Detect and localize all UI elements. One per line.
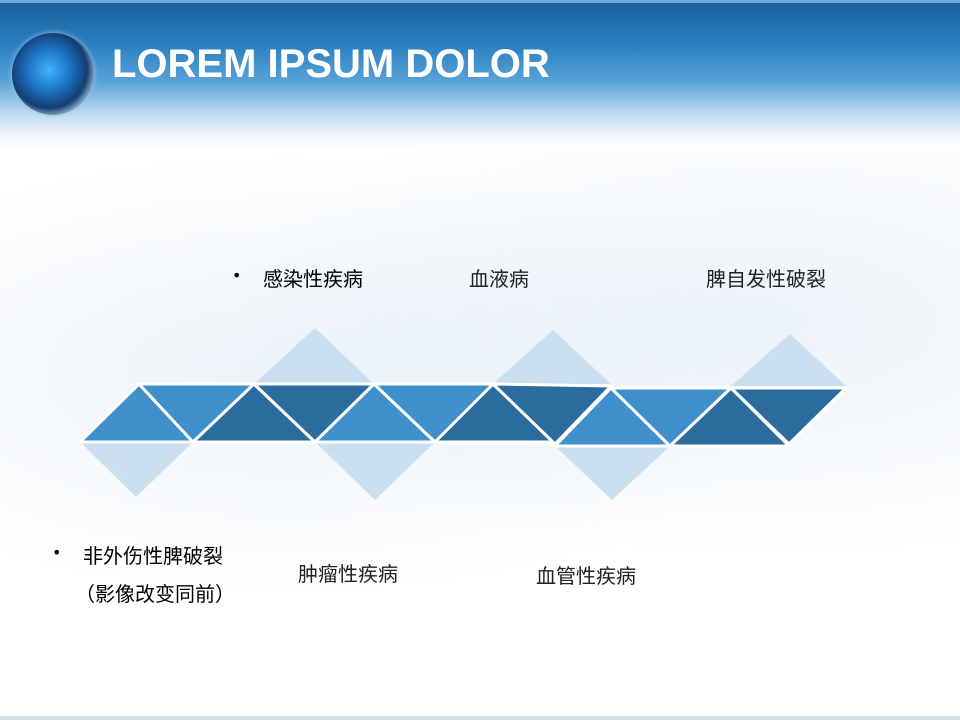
- label-non-traumatic-rupture: 非外伤性脾破裂: [83, 544, 223, 568]
- label-spontaneous-rupture: 脾自发性破裂: [706, 267, 826, 291]
- header-banner: [0, 0, 960, 150]
- pale-triangle: [315, 442, 435, 500]
- globe-icon: [12, 33, 94, 115]
- label-tumor-disease: 肿瘤性疾病: [298, 562, 398, 586]
- label-vascular-disease: 血管性疾病: [536, 564, 636, 588]
- bullet-icon: •: [232, 266, 242, 285]
- dark-triangle: [729, 386, 848, 446]
- pale-triangle: [254, 328, 374, 384]
- label-infectious-disease: 感染性疾病: [263, 267, 363, 291]
- page-title: LOREM IPSUM DOLOR: [112, 42, 550, 86]
- pale-triangle: [493, 330, 611, 384]
- top-border: [0, 0, 960, 3]
- label-imaging-note: （影像改变同前）: [75, 582, 235, 606]
- pale-triangle: [555, 446, 670, 500]
- label-blood-disease: 血液病: [469, 267, 529, 291]
- pale-triangle: [731, 334, 846, 386]
- bottom-border: [0, 716, 960, 720]
- bullet-icon: •: [52, 543, 62, 562]
- pale-triangle: [80, 442, 193, 497]
